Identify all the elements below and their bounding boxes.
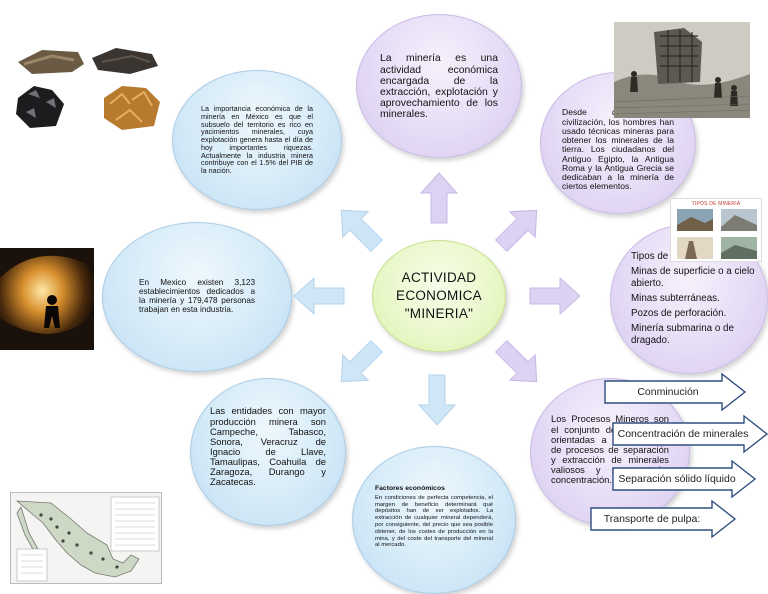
mine-types-card-title: TIPOS DE MINERIA xyxy=(691,201,741,207)
arrow-down-left xyxy=(329,334,390,395)
mine-types-title: Tipos de minas: xyxy=(631,251,700,263)
economic-factors-bubble: Factores económicos En condiciones de pe… xyxy=(352,446,516,594)
center-topic-bubble: ACTIVIDAD ECONOMICA "MINERIA" xyxy=(372,240,506,352)
entities-bubble: Las entidades con mayor producción miner… xyxy=(190,378,346,526)
process-step-label: Concentración de minerales xyxy=(617,428,749,440)
process-step-comminution: Conminución xyxy=(604,372,747,412)
definition-text: La minería es una actividad económica en… xyxy=(380,53,498,121)
process-step-concentration: Concentración de minerales xyxy=(612,414,768,454)
arrow-up-left xyxy=(329,198,390,259)
importance-text: La importancia económica de la minería e… xyxy=(201,104,313,176)
mexico-stats-bubble: En Mexico existen 3,123 establecimientos… xyxy=(102,222,292,372)
mine-type-item: Pozos de perforación. xyxy=(631,307,727,319)
mine-type-item: Minas de superficie o a cielo abierto. xyxy=(631,266,755,290)
factors-title: Factores económicos xyxy=(375,484,445,492)
minerals-image xyxy=(12,42,164,136)
arrow-up-right xyxy=(489,198,550,259)
history-text: Desde que existe civilización, los hombr… xyxy=(562,107,674,192)
underground-mine-image xyxy=(0,248,94,350)
center-title-line1: ACTIVIDAD xyxy=(401,269,477,285)
center-title-line3: "MINERIA" xyxy=(404,306,474,322)
historical-mining-image xyxy=(614,22,750,118)
mine-types-content: Tipos de minas: Minas de superficie o a … xyxy=(631,251,757,347)
mexico-map-image xyxy=(10,492,162,584)
arrow-down-right xyxy=(489,334,550,395)
arrow-left xyxy=(293,276,345,316)
mine-type-item: Minería submarina o de dragado. xyxy=(631,322,734,346)
arrow-down xyxy=(417,374,457,426)
center-title-line2: ECONOMICA xyxy=(396,287,482,303)
process-step-label: Transporte de pulpa: xyxy=(603,513,701,525)
importance-bubble: La importancia económica de la minería e… xyxy=(172,70,342,210)
arrow-right xyxy=(529,276,581,316)
center-title: ACTIVIDAD ECONOMICA "MINERIA" xyxy=(396,269,482,324)
processes-text: Los Procesos Mineros son el conjunto de … xyxy=(551,413,669,486)
arrow-up xyxy=(419,172,459,224)
entities-text: Las entidades con mayor producción miner… xyxy=(210,405,326,488)
process-step-pulp-transport: Transporte de pulpa: xyxy=(590,499,737,539)
factors-text: En condiciones de perfecta competencia, … xyxy=(375,494,493,549)
factors-content: Factores económicos En condiciones de pe… xyxy=(375,485,493,549)
mine-types-card-image: TIPOS DE MINERIA xyxy=(670,198,762,262)
definition-bubble: La minería es una actividad económica en… xyxy=(356,14,522,158)
mexico-stats-text: En Mexico existen 3,123 establecimientos… xyxy=(139,278,255,314)
process-step-label: Separación sólido líquido xyxy=(618,473,736,485)
mine-type-item: Minas subterráneas. xyxy=(631,293,720,305)
process-step-label: Conminución xyxy=(637,386,699,398)
process-step-solid-liquid-separation: Separación sólido líquido xyxy=(612,459,757,499)
